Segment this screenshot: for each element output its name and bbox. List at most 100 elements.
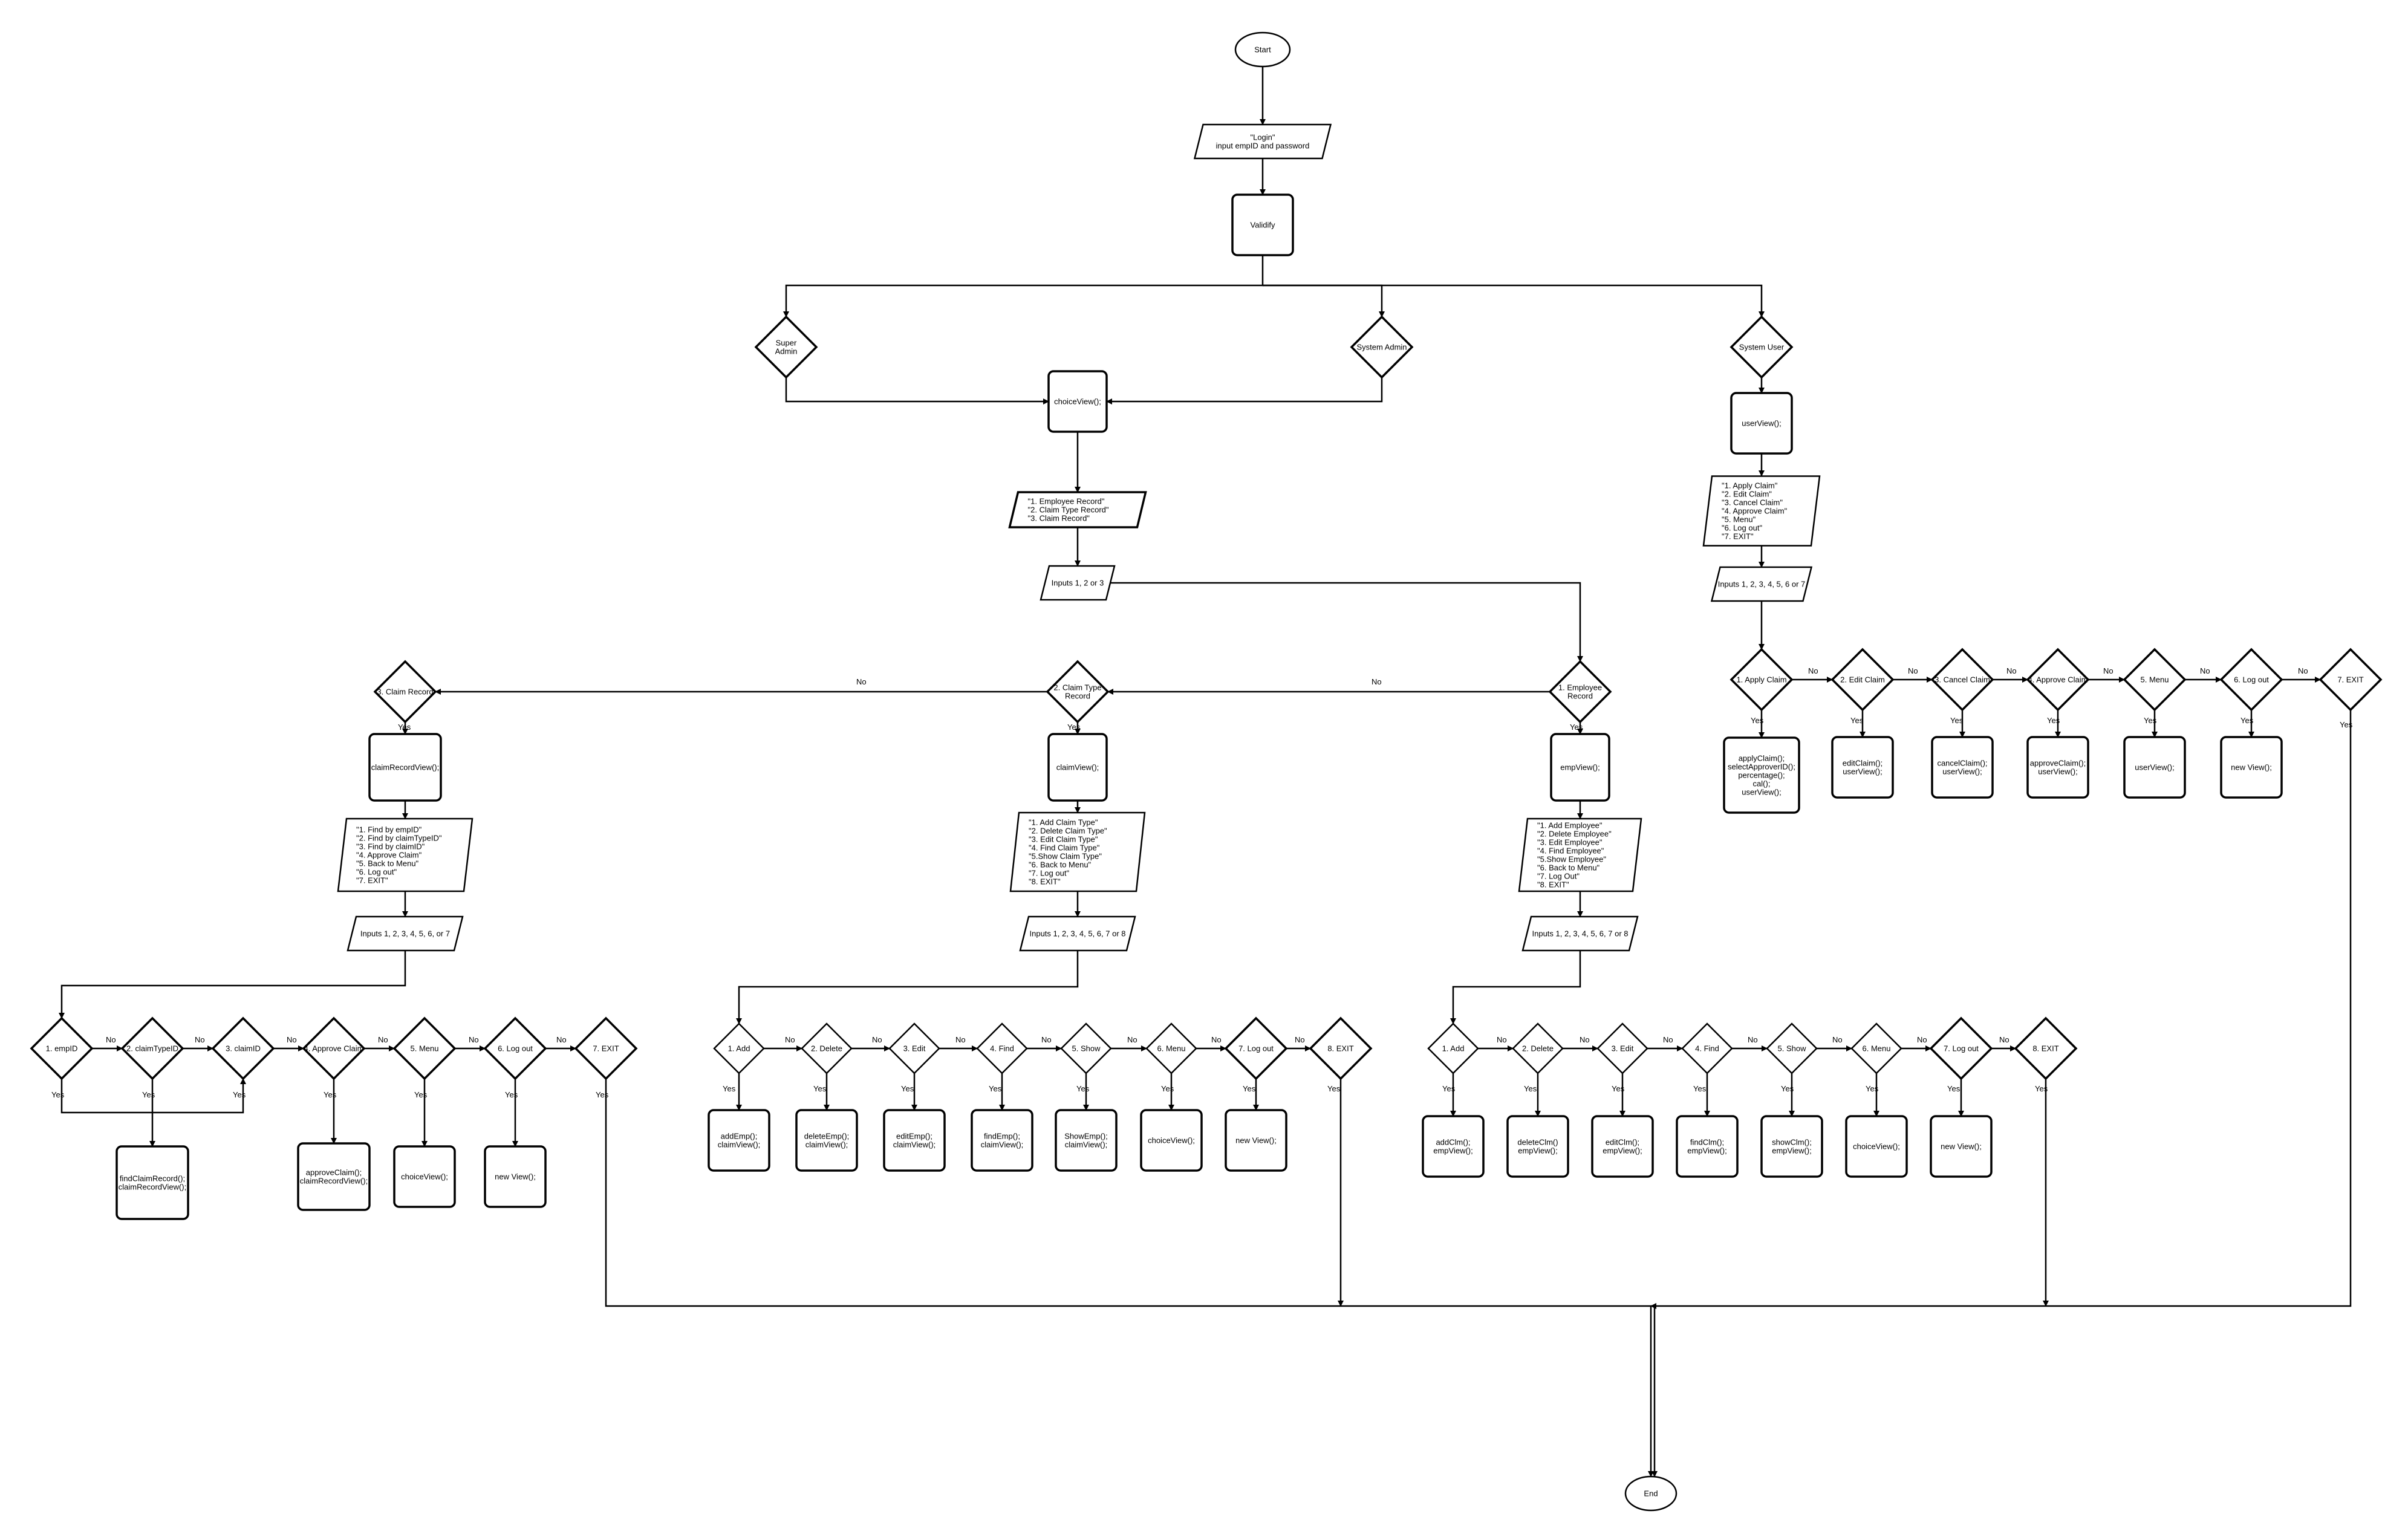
node-u-d2: 2. Edit Claim (1830, 648, 1895, 712)
node-label: 7. EXIT (2337, 675, 2363, 684)
node-shape (754, 315, 818, 379)
node-system-admin: System Admin (1350, 315, 1414, 379)
edge-label-yes: Yes (1442, 1084, 1456, 1093)
node-label: claimRecordView(); (119, 1183, 186, 1192)
node-shape (1512, 1022, 1564, 1074)
node-ct-a1: addEmp();claimView(); (708, 1109, 770, 1172)
edge-label-yes: Yes (1612, 1084, 1625, 1093)
node-cr-d3: 3. claimID (211, 1016, 275, 1080)
node-shape (1046, 660, 1110, 724)
node-d-claim-record: 3. Claim Record (373, 660, 437, 724)
node-shape (1730, 648, 1794, 712)
node-label: editClm(); (1606, 1138, 1639, 1147)
node-label: 3. claimID (226, 1044, 261, 1053)
node-shape (1040, 565, 1116, 601)
node-label: 4. Find (990, 1044, 1014, 1053)
edge-label-no: No (872, 1035, 882, 1044)
node-label: 2. claimTypeID (126, 1044, 178, 1053)
node-label: "1. Add Claim Type" (1029, 818, 1098, 827)
node-cr-d4: 4. Approve Claim (302, 1016, 366, 1080)
node-cr-d5: 5. Menu (392, 1016, 457, 1080)
node-label: 3. Edit (1612, 1044, 1634, 1053)
node-er-d4: 4. Find (1681, 1022, 1733, 1074)
edge-label-no: No (1917, 1035, 1927, 1044)
node-label: 5. Menu (2141, 675, 2169, 684)
node-label: 6. Log out (2234, 675, 2269, 684)
node-er-a3: editClm();empView(); (1591, 1115, 1654, 1178)
node-cr-a1: findClaimRecord();claimRecordView(); (116, 1145, 189, 1220)
edge-label-no: No (106, 1035, 116, 1044)
edge-label-no: No (1832, 1035, 1843, 1044)
node-label: claimRecordView(); (371, 763, 439, 772)
node-shape (1930, 648, 1994, 712)
node-label: "3. Claim Record" (1028, 514, 1090, 523)
node-shape (484, 1145, 547, 1208)
node-cr-d2: 2. claimTypeID (120, 1016, 184, 1080)
node-shape (1624, 1475, 1677, 1512)
flow-arrow (1076, 582, 1583, 662)
node-u-a2: editClaim();userView(); (1831, 736, 1894, 799)
edge-label-no: No (378, 1035, 388, 1044)
node-label: empView(); (1518, 1146, 1558, 1155)
node-label: "2. Delete Claim Type" (1029, 827, 1107, 836)
edge-label-yes: Yes (1076, 1084, 1090, 1093)
node-u-a3: cancelClaim();userView(); (1931, 736, 1994, 799)
node-er-d7: 7. Log out (1929, 1016, 1993, 1080)
node-label: Inputs 1, 2, 3, 4, 5, 6, 7 or 8 (1030, 929, 1126, 938)
node-er-a4: findClm();empView(); (1676, 1115, 1739, 1178)
node-label: "7. Log out" (1029, 869, 1069, 878)
node-shape (1506, 1115, 1569, 1178)
node-shape (1845, 1115, 1908, 1178)
node-label: "5.Show Employee" (1537, 855, 1606, 864)
node-ct-input: Inputs 1, 2, 3, 4, 5, 6, 7 or 8 (1019, 915, 1136, 952)
node-label: choiceView(); (1853, 1142, 1900, 1151)
node-label: Record (1567, 692, 1593, 701)
node-label: ShowEmp(); (1064, 1132, 1108, 1141)
node-ct-a3: editEmp();claimView(); (883, 1109, 946, 1172)
node-shape (302, 1016, 366, 1080)
node-label: editClaim(); (1843, 759, 1882, 768)
node-shape (2026, 648, 2090, 712)
node-er-d3: 3. Edit (1596, 1022, 1648, 1074)
node-u-d3: 3. Cancel Claim (1930, 648, 1994, 712)
node-label: 2. Claim Type (1053, 683, 1101, 692)
node-shape (1931, 736, 1994, 799)
node-label: findEmp(); (984, 1132, 1020, 1141)
node-shape (1019, 915, 1136, 952)
node-label: "4. Find Employee" (1537, 846, 1604, 856)
node-shape (2319, 648, 2383, 712)
node-label: empView(); (1687, 1146, 1727, 1155)
edge-label-yes: Yes (233, 1090, 246, 1099)
edge-label-yes: Yes (1327, 1084, 1341, 1093)
node-label: empView(); (1433, 1146, 1473, 1155)
node-label: new View(); (495, 1172, 536, 1181)
node-shape (1225, 1109, 1287, 1172)
node-u-d6: 6. Log out (2219, 648, 2283, 712)
edge-label-no: No (195, 1035, 205, 1044)
node-shape (1710, 566, 1813, 602)
edge-label-no: No (1580, 1035, 1590, 1044)
node-label: applyClaim(); (1739, 754, 1785, 763)
node-label: Inputs 1, 2 or 3 (1052, 579, 1104, 588)
node-label: addClm(); (1436, 1138, 1470, 1147)
node-shape (483, 1016, 547, 1080)
node-label: new View(); (2231, 763, 2272, 772)
node-shape (1676, 1115, 1739, 1178)
flow-arrow (59, 950, 406, 1019)
edge-label-no: No (2298, 666, 2308, 675)
node-label: deleteClm() (1517, 1138, 1558, 1147)
node-er-a6: choiceView(); (1845, 1115, 1908, 1178)
edge-label-yes: Yes (2240, 716, 2254, 725)
node-label: "6. Back to Menu" (1029, 860, 1092, 869)
node-label: Validify (1251, 221, 1275, 230)
edge-label-yes: Yes (1850, 716, 1864, 725)
edge-label-no: No (856, 677, 867, 686)
flow-arrow (785, 377, 1049, 405)
node-shape (1830, 648, 1895, 712)
node-label: 1. Add (1442, 1044, 1465, 1053)
node-er-menu: "1. Add Employee""2. Delete Employee""3.… (1518, 817, 1642, 892)
node-label: claimView(); (1056, 763, 1099, 772)
node-label: 5. Menu (411, 1044, 439, 1053)
